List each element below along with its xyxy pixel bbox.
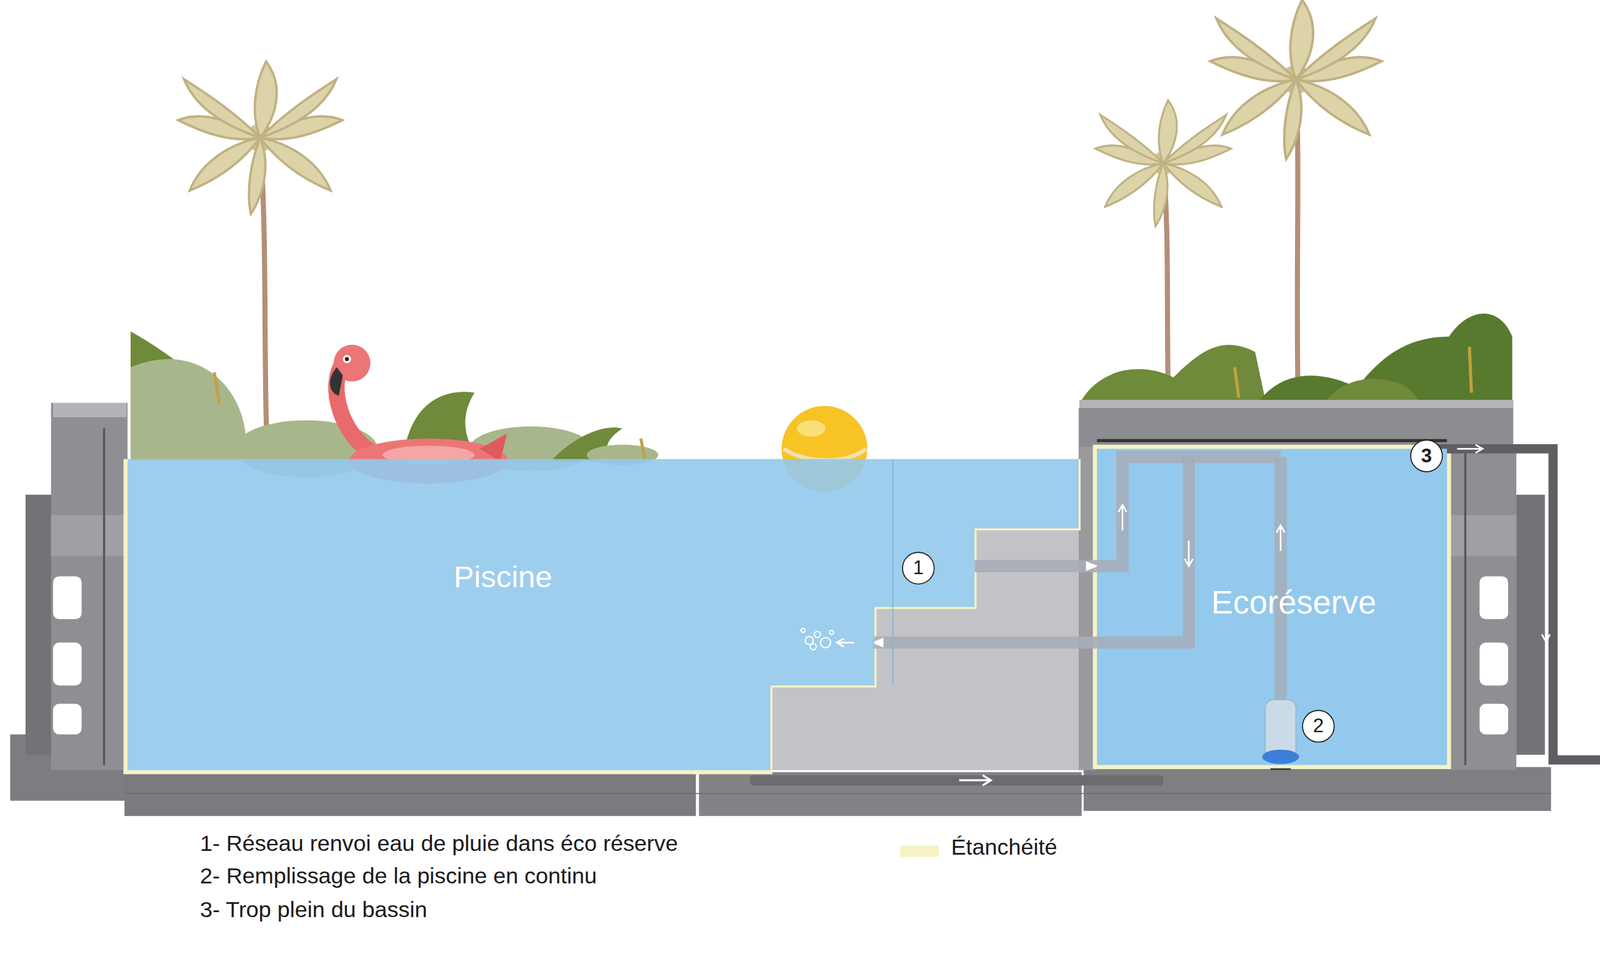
legend-note: 3- Trop plein du bassin — [200, 896, 427, 924]
region-name: Ecoréserve — [1211, 584, 1377, 622]
callout-number: 1 — [901, 551, 935, 585]
callout-number: 3 — [1410, 440, 1443, 473]
legend-note: 2- Remplissage de la piscine en continu — [200, 863, 597, 890]
water-pipe — [872, 636, 1097, 650]
callout-number: 2 — [1301, 710, 1335, 743]
region-name: Piscine — [453, 560, 553, 595]
pool-basin: Piscine — [127, 459, 1079, 771]
water-pipe — [974, 560, 1097, 573]
legend-note: 1- Réseau renvoi eau de pluie dans éco r… — [200, 830, 679, 857]
reserve-tank: Ecoréserve — [1096, 448, 1447, 765]
legend-text: Étanchéité — [951, 835, 1058, 862]
legend-swatch — [900, 845, 939, 857]
pool-water — [127, 459, 1079, 771]
